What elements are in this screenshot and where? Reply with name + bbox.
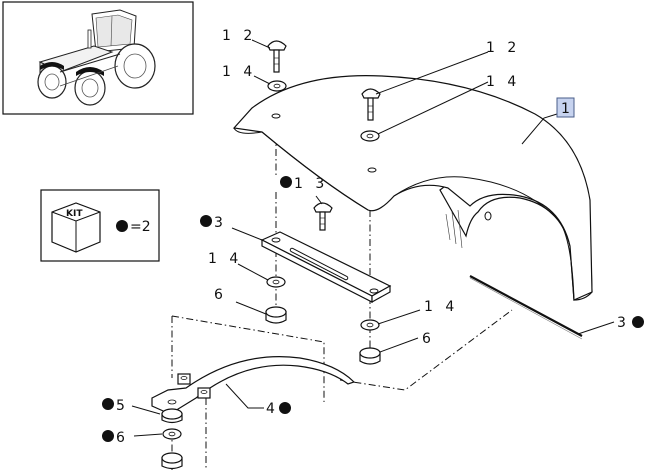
- label-bracket: 4: [266, 401, 275, 417]
- fender: [232, 75, 593, 301]
- nut-mid-left: [265, 306, 287, 324]
- tractor-icon: [37, 9, 156, 106]
- label-bolt-mid: 1 3: [294, 176, 328, 192]
- washer-low-right: [360, 319, 380, 331]
- bolt-middle: [313, 202, 333, 231]
- kit-dot-icon: [102, 430, 114, 442]
- kit-dot-icon: [280, 176, 292, 188]
- nut-low-right: [359, 347, 381, 365]
- kit-title: KIT: [66, 209, 83, 219]
- kit-legend: KIT =2: [40, 189, 160, 262]
- callouts: 1 2 1 4 1 2 1 4 1 1 3 3 1 4 6 1 4 6 3 4 …: [102, 28, 644, 446]
- highlight-box: [556, 97, 575, 118]
- kit-dot-icon: [102, 398, 114, 410]
- bolt-top-left: [267, 40, 287, 73]
- kit-dot-icon: [279, 402, 291, 414]
- kit-equals: =2: [130, 219, 151, 235]
- kit-dot-icon: [116, 220, 128, 232]
- slotted-plate: [260, 231, 392, 304]
- bolt-top-right: [361, 88, 381, 121]
- label-nut-low: 6: [422, 331, 431, 347]
- label-washer-top: 1 4: [222, 64, 256, 80]
- label-washer-mid: 1 4: [208, 251, 242, 267]
- tractor-thumbnail: [2, 1, 194, 115]
- kit-dot-icon: [632, 316, 644, 328]
- washer-bracket: [162, 428, 182, 440]
- seal-strip: [469, 275, 583, 340]
- label-bolt-top: 1 2: [222, 28, 256, 44]
- label-nut-bracket: 5: [116, 398, 125, 414]
- washer-mid-left: [266, 276, 286, 288]
- nut-bottom: [161, 452, 183, 470]
- label-bolt-right: 1 2: [486, 40, 520, 56]
- label-washer-right: 1 4: [486, 74, 520, 90]
- label-washer-bracket: 6: [116, 430, 125, 446]
- label-strip: 3: [617, 315, 626, 331]
- fender-hatch: [445, 209, 463, 249]
- kit-dot-icon: [200, 215, 212, 227]
- washer-top-left: [267, 80, 287, 92]
- label-fender: 1: [561, 101, 570, 117]
- label-washer-low: 1 4: [424, 299, 458, 315]
- curved-bracket: [151, 356, 356, 415]
- washer-top-right: [360, 130, 380, 142]
- nut-bracket: [161, 408, 183, 424]
- leader-lines: [131, 39, 615, 437]
- label-plate: 3: [214, 215, 223, 231]
- label-nut-mid: 6: [214, 287, 223, 303]
